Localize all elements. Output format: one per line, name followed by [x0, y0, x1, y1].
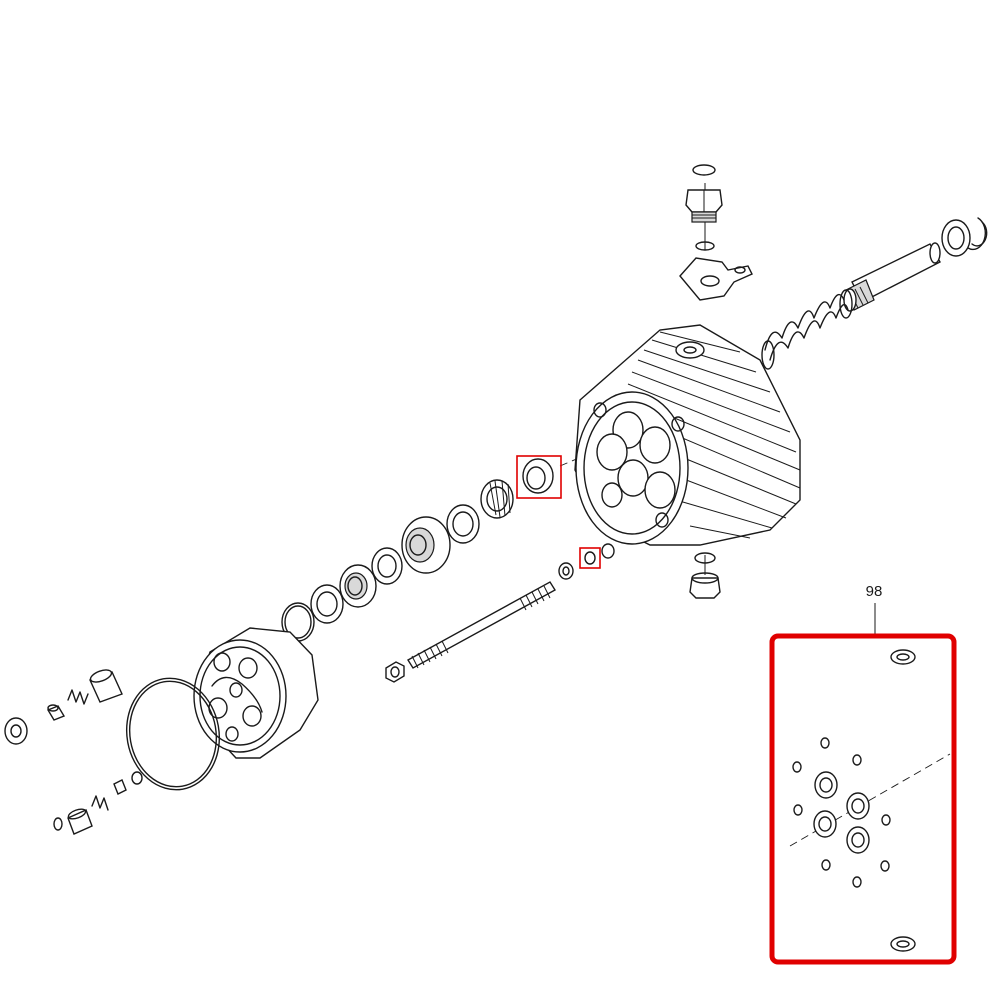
valve-insert-lower [113, 779, 127, 795]
splined-shaft [843, 242, 941, 312]
shaft-assembly [761, 217, 988, 370]
seal-ring-4 [310, 584, 344, 624]
kit-bottom-oring [890, 936, 916, 952]
valve-seal-left [4, 717, 28, 745]
housing-top-port [675, 341, 705, 359]
tie-rod [407, 581, 556, 669]
drain-plug-top [685, 189, 723, 223]
valve-head [193, 627, 319, 759]
large-o-ring [125, 677, 221, 791]
seal-stack [281, 504, 480, 642]
kit-top-oring [890, 649, 916, 665]
mounting-bracket [679, 241, 753, 301]
bearing-seal-highlighted [516, 455, 562, 499]
seal-ring-2 [371, 547, 403, 585]
housing-bores [593, 402, 685, 528]
needle-bearing [480, 479, 514, 519]
hex-nut [385, 661, 405, 683]
valve-spring-lower [91, 795, 109, 811]
bottom-drain-plug-assembly [689, 552, 721, 599]
drain-plug-seal-bottom [694, 552, 716, 564]
valve-ball-lower [131, 771, 143, 785]
small-washers [558, 543, 615, 580]
valve-ring-lower [53, 817, 63, 831]
seal-ring-3 [339, 564, 377, 608]
bushing [401, 516, 451, 574]
top-drain-plug-assembly [679, 164, 753, 301]
circlip [967, 217, 988, 251]
valve-cap-lower [67, 808, 93, 835]
seal-kit-box [769, 633, 957, 965]
kit-small-rings [792, 737, 891, 888]
valve-insert-upper [46, 704, 66, 721]
seal-kit-callout: 98 [866, 583, 883, 635]
kit-valve-seals [813, 771, 870, 854]
valve-spring-upper [67, 689, 89, 705]
valve-cap-upper [89, 669, 123, 703]
seal-ring-1 [446, 504, 480, 544]
drain-plug-seal-top [692, 164, 716, 176]
kit-callout-number: 98 [866, 583, 883, 600]
shaft-ring [941, 219, 971, 257]
pressure-spring [761, 289, 853, 370]
pump-housing [574, 324, 801, 546]
